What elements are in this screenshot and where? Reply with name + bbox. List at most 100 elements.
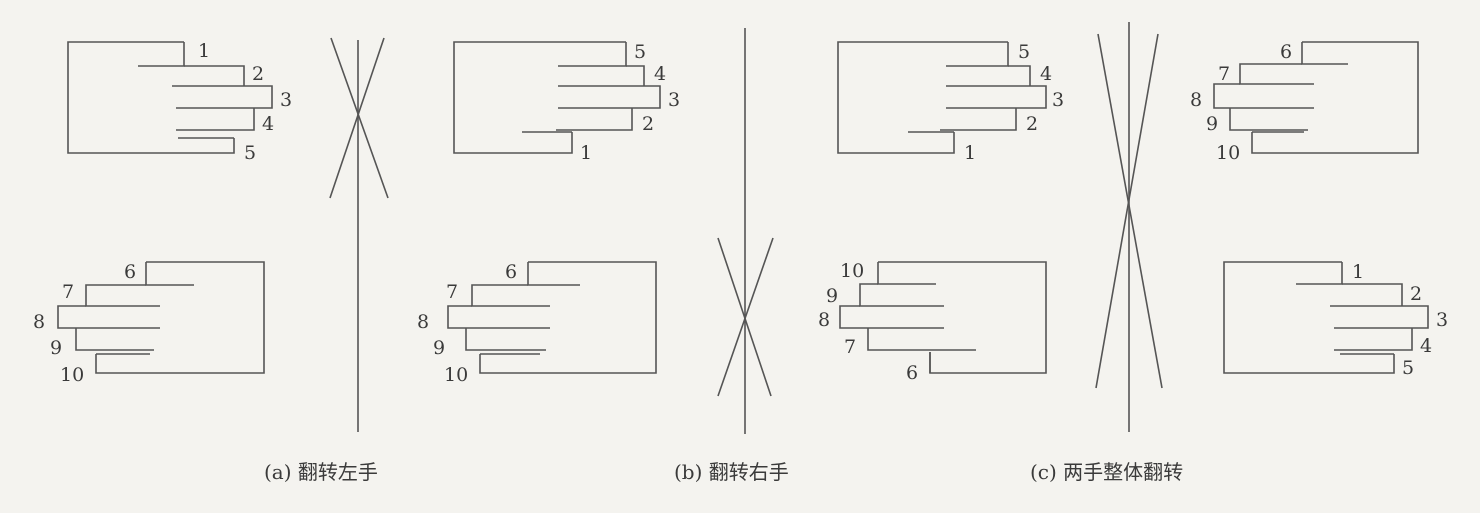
finger-7 [471, 284, 550, 307]
finger-4 [1334, 328, 1413, 351]
finger-8 [57, 305, 160, 329]
finger-label: 4 [1040, 63, 1052, 85]
finger-label: 10 [60, 364, 84, 386]
hand-outline [453, 41, 626, 154]
finger-label: 6 [124, 261, 136, 283]
finger-2 [556, 108, 633, 131]
flip-axis-c [1095, 22, 1163, 432]
finger-7 [85, 284, 160, 307]
axis-cross-line [330, 37, 389, 199]
caption-a: (a) 翻转左手 [264, 460, 378, 484]
finger-5 [946, 42, 1009, 67]
finger-8 [447, 305, 550, 329]
panel-b: 5 4 3 2 1 [417, 28, 774, 434]
hand-c-top-right: 6 7 8 9 10 [1190, 41, 1419, 164]
finger-1 [1296, 262, 1343, 285]
finger-7 [867, 328, 976, 351]
finger-label: 8 [1190, 89, 1202, 111]
finger-label: 9 [1206, 113, 1218, 135]
finger-7 [1239, 63, 1314, 85]
hand-outline [837, 41, 1008, 154]
hand-outline [1251, 41, 1419, 154]
finger-2 [184, 65, 245, 86]
hand-c-bottom-left: 10 9 8 7 6 [818, 260, 1047, 384]
finger-label: 5 [1402, 357, 1414, 379]
finger-1 [138, 42, 185, 67]
finger-label: 1 [964, 142, 976, 164]
finger-9 [859, 283, 944, 307]
finger-label: 3 [1052, 89, 1064, 111]
finger-4 [626, 65, 645, 86]
finger-label: 9 [50, 337, 62, 359]
finger-label: 7 [1218, 63, 1230, 85]
finger-label: 10 [1216, 142, 1240, 164]
finger-6 [527, 262, 580, 286]
flip-axis-b [717, 28, 774, 434]
finger-label: 6 [906, 362, 918, 384]
finger-label: 7 [62, 281, 74, 303]
finger-4 [176, 108, 255, 131]
finger-10 [877, 262, 936, 285]
axis-cross-line [1097, 33, 1163, 389]
finger-label: 9 [433, 337, 445, 359]
finger-label: 7 [844, 336, 856, 358]
hand-outline [1223, 261, 1395, 374]
hand-b-bottom: 6 7 8 9 10 [417, 261, 657, 386]
finger-8 [1213, 83, 1314, 109]
finger-label: 10 [444, 364, 468, 386]
finger-label: 1 [580, 142, 592, 164]
finger-label: 1 [198, 40, 210, 62]
finger-label: 1 [1352, 261, 1364, 283]
axis-cross-line [329, 37, 385, 199]
finger-label: 6 [1280, 41, 1292, 63]
finger-label: 8 [33, 311, 45, 333]
finger-label: 4 [654, 63, 666, 85]
finger-label: 2 [642, 113, 654, 135]
finger-3 [172, 85, 273, 109]
finger-4 [1008, 65, 1031, 86]
hand-b-top: 5 4 3 2 1 [453, 41, 680, 164]
finger-5 [558, 42, 627, 67]
axis-cross-line [717, 237, 772, 397]
hand-outline [479, 261, 657, 374]
finger-3 [946, 85, 1047, 109]
panel-c: 5 4 3 2 1 [818, 22, 1448, 432]
axis-cross-line [717, 237, 774, 397]
finger-label: 10 [840, 260, 864, 282]
caption-c: (c) 两手整体翻转 [1030, 460, 1184, 484]
finger-8 [839, 305, 944, 329]
finger-3 [558, 85, 661, 109]
finger-6 [145, 262, 194, 286]
hand-a-top: 1 2 3 4 5 [67, 40, 292, 164]
hand-c-bottom-right: 1 2 3 4 5 [1223, 261, 1448, 379]
finger-9 [75, 328, 154, 351]
hand-c-top-left: 5 4 3 2 1 [837, 41, 1064, 164]
caption-b: (b) 翻转右手 [674, 460, 789, 484]
finger-label: 8 [417, 311, 429, 333]
finger-label: 8 [818, 309, 830, 331]
finger-label: 5 [1018, 41, 1030, 63]
finger-label: 2 [1026, 113, 1038, 135]
finger-label: 3 [280, 89, 292, 111]
finger-label: 6 [505, 261, 517, 283]
finger-label: 5 [244, 142, 256, 164]
hand-a-bottom: 6 7 8 9 10 [33, 261, 265, 386]
finger-label: 5 [634, 41, 646, 63]
hand-outline [67, 41, 235, 154]
flip-axis-a [329, 37, 389, 432]
finger-3 [1330, 305, 1429, 329]
panel-a: 1 2 3 4 5 [33, 37, 389, 432]
finger-9 [465, 328, 546, 351]
finger-2 [1342, 283, 1403, 306]
finger-label: 7 [446, 281, 458, 303]
finger-label: 3 [1436, 309, 1448, 331]
finger-label: 9 [826, 285, 838, 307]
hand-outline [878, 261, 1047, 374]
finger-label: 4 [262, 113, 274, 135]
finger-6 [1301, 42, 1348, 65]
finger-label: 2 [252, 63, 264, 85]
finger-9 [1229, 108, 1308, 131]
finger-label: 3 [668, 89, 680, 111]
